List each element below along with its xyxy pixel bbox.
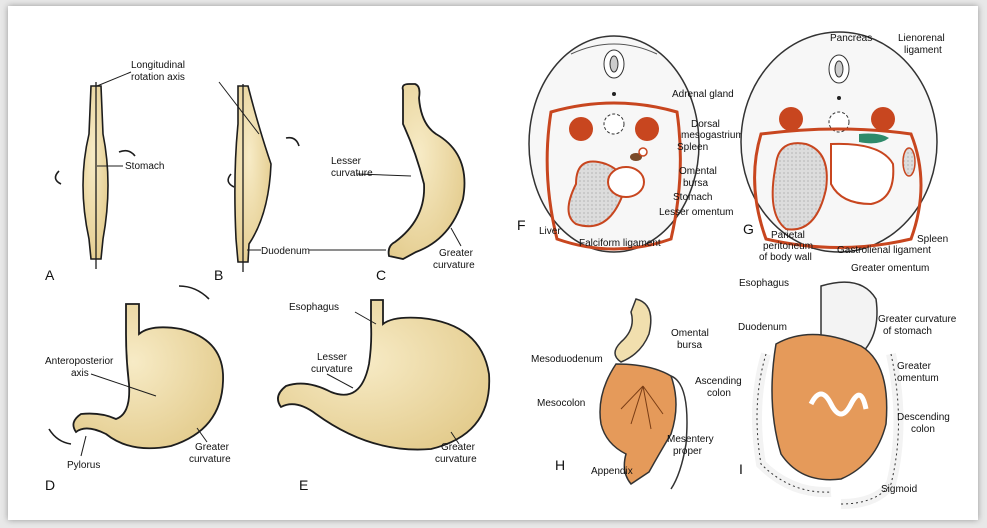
- label-adrenal-gland: Adrenal gland: [672, 89, 734, 100]
- label-omental-bursa-h-1: Omental: [671, 328, 709, 339]
- label-ascending-colon-1: Ascending: [695, 376, 742, 387]
- label-greater-omentum-i-2: omentum: [897, 373, 939, 384]
- label-omental-bursa-h-2: bursa: [677, 340, 702, 351]
- rotation-arrow-icon: [119, 151, 135, 156]
- label-lesser-curvature-e-2: curvature: [311, 364, 353, 375]
- panel-label-g: G: [743, 221, 754, 237]
- rotation-arrow-icon: [179, 286, 209, 299]
- panel-label-c: C: [376, 267, 386, 283]
- panel-label-d: D: [45, 477, 55, 493]
- label-mesentery-proper-1: Mesentery: [667, 434, 714, 445]
- label-mesocolon: Mesocolon: [537, 398, 585, 409]
- panel-e-stomach: [278, 300, 489, 450]
- figure-canvas: A Stomach Longitudinal rotation axis B D…: [31, 24, 966, 512]
- label-greater-curvature-stomach-2: of stomach: [883, 326, 932, 337]
- label-omental-bursa-f-2: bursa: [683, 178, 708, 189]
- panel-b-stomach: [228, 84, 299, 272]
- label-greater-curvature-e-2: curvature: [435, 454, 477, 465]
- figure-frame: A Stomach Longitudinal rotation axis B D…: [8, 6, 978, 520]
- label-greater-curvature-e-1: Greater: [441, 442, 476, 453]
- panel-f-cross-section: [529, 36, 699, 252]
- label-duodenum: Duodenum: [261, 246, 310, 257]
- label-ascending-colon-2: colon: [707, 388, 731, 399]
- panel-label-a: A: [45, 267, 55, 283]
- label-parietal-peritoneum-1: Parietal: [771, 230, 805, 241]
- label-longitudinal-axis-line1: Longitudinal: [131, 60, 185, 71]
- label-dorsal-mesogastrium-2: mesogastrium: [681, 130, 744, 141]
- label-descending-colon-2: colon: [911, 424, 935, 435]
- label-stomach: Stomach: [125, 161, 164, 172]
- label-lesser-curvature-e-1: Lesser: [317, 352, 348, 363]
- label-lienorenal-ligament-1: Lienorenal: [898, 33, 945, 44]
- label-lesser-omentum: Lesser omentum: [659, 207, 733, 218]
- label-parietal-peritoneum-3: of body wall: [759, 252, 812, 263]
- label-greater-curvature-c-1: Greater: [439, 248, 474, 259]
- label-liver: Liver: [539, 226, 561, 237]
- rotation-arrow-icon: [49, 429, 71, 444]
- label-dorsal-mesogastrium-1: Dorsal: [691, 119, 720, 130]
- label-lesser-curvature-c-1: Lesser: [331, 156, 362, 167]
- panel-label-e: E: [299, 477, 308, 493]
- panel-label-h: H: [555, 457, 565, 473]
- label-greater-omentum-i-1: Greater: [897, 361, 932, 372]
- label-greater-curvature-d-1: Greater: [195, 442, 230, 453]
- panel-label-i: I: [739, 461, 743, 477]
- label-omental-bursa-f-1: Omental: [679, 166, 717, 177]
- label-greater-omentum-g: Greater omentum: [851, 263, 929, 274]
- label-lesser-curvature-c-2: curvature: [331, 168, 373, 179]
- label-duodenum-i: Duodenum: [738, 322, 787, 333]
- panel-label-b: B: [214, 267, 223, 283]
- label-mesoduodenum: Mesoduodenum: [531, 354, 603, 365]
- rotation-arrow-icon: [286, 138, 299, 146]
- label-greater-curvature-c-2: curvature: [433, 260, 475, 271]
- label-spleen-g: Spleen: [917, 234, 948, 245]
- label-esophagus-i: Esophagus: [739, 278, 789, 289]
- label-pancreas: Pancreas: [830, 33, 872, 44]
- rotation-arrow-icon: [228, 174, 234, 187]
- label-anteroposterior-axis-2: axis: [71, 368, 89, 379]
- label-mesentery-proper-2: proper: [673, 446, 703, 457]
- label-greater-curvature-d-2: curvature: [189, 454, 231, 465]
- rotation-arrow-icon: [55, 171, 61, 184]
- label-appendix: Appendix: [591, 466, 633, 477]
- embryology-diagram: A Stomach Longitudinal rotation axis B D…: [31, 24, 966, 512]
- label-anteroposterior-axis-1: Anteroposterior: [45, 356, 114, 367]
- label-sigmoid: Sigmoid: [881, 484, 917, 495]
- label-greater-curvature-stomach-1: Greater curvature: [878, 314, 957, 325]
- label-stomach-f: Stomach: [673, 192, 712, 203]
- label-esophagus: Esophagus: [289, 302, 339, 313]
- label-longitudinal-axis-line2: rotation axis: [131, 72, 185, 83]
- label-descending-colon-1: Descending: [897, 412, 950, 423]
- label-gastrolienal-ligament: Gastrolienal ligament: [837, 245, 931, 256]
- label-parietal-peritoneum-2: peritoneum: [763, 241, 813, 252]
- label-pylorus: Pylorus: [67, 460, 100, 471]
- panel-label-f: F: [517, 217, 526, 233]
- label-lienorenal-ligament-2: ligament: [904, 45, 942, 56]
- label-spleen-f: Spleen: [677, 142, 708, 153]
- panel-g-cross-section: [741, 32, 937, 252]
- panel-a-stomach: [55, 82, 135, 269]
- label-falciform-ligament: Falciform ligament: [579, 238, 661, 249]
